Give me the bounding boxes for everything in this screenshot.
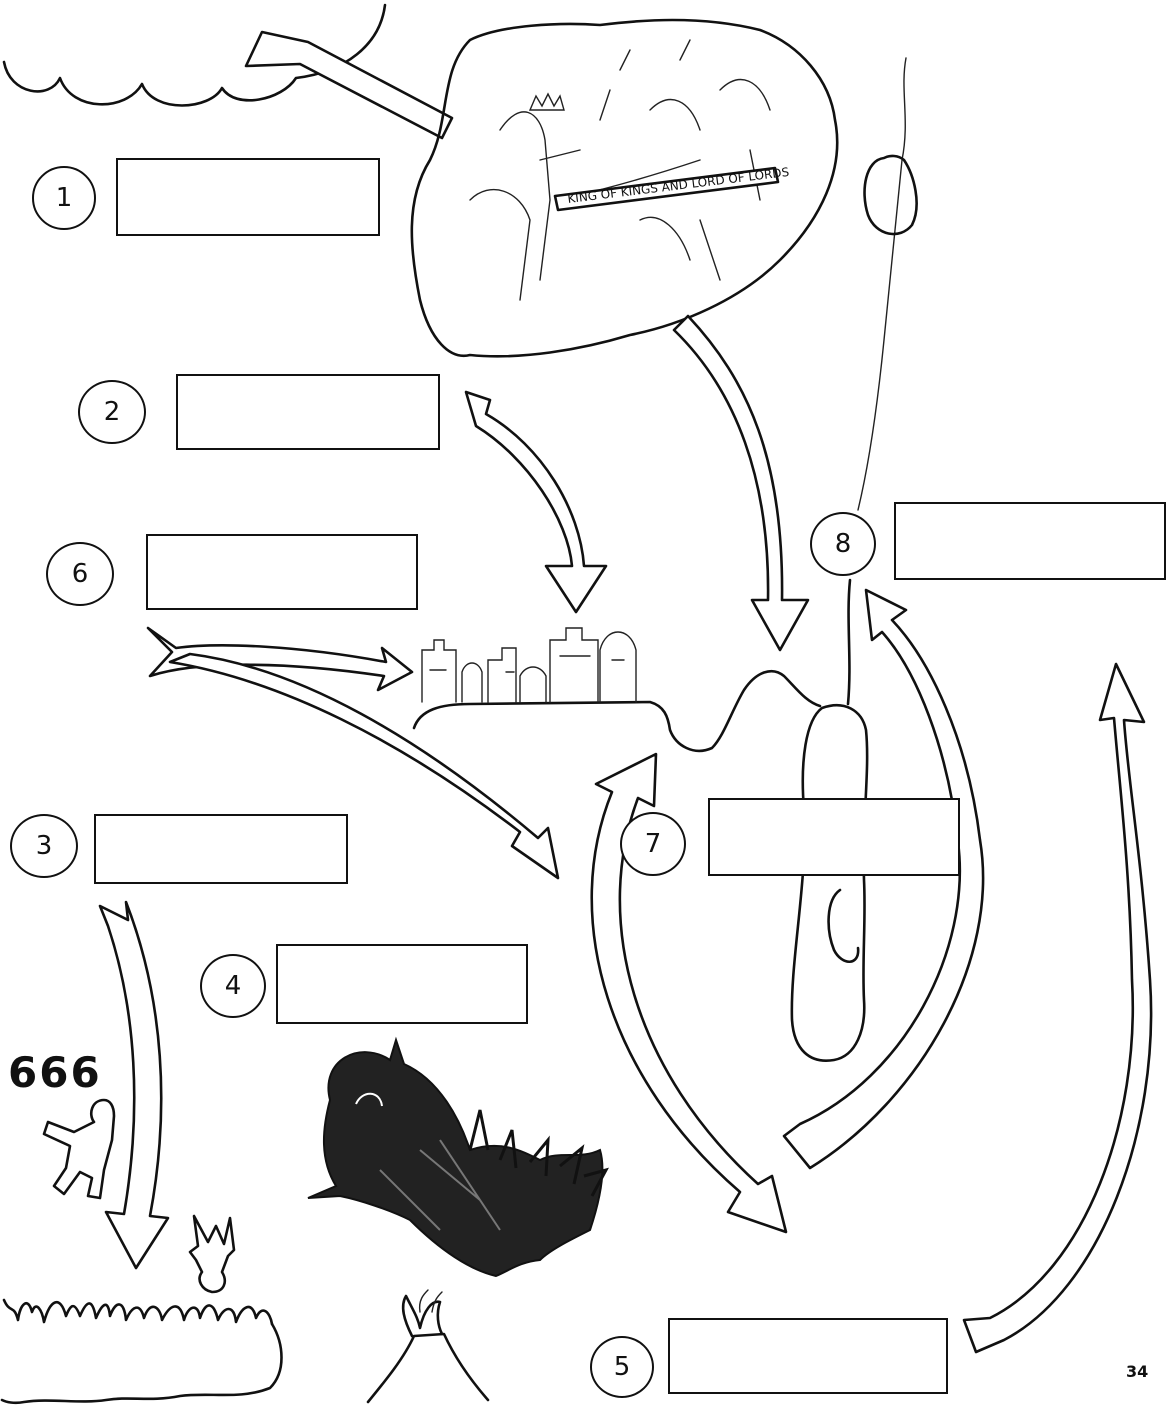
number-label-5: 5: [613, 1352, 631, 1382]
answer-box-7[interactable]: [708, 798, 960, 876]
number-label-1: 1: [55, 183, 73, 213]
number-label-4: 4: [224, 971, 242, 1001]
lower-to-box8-arrow: [782, 588, 985, 1170]
coast-line: [857, 57, 907, 511]
box6-to-valley-arrow: [168, 652, 560, 880]
box5-to-top-arrow: [962, 662, 1153, 1354]
number-label-3: 3: [35, 831, 53, 861]
number-label-7: 7: [644, 829, 662, 859]
answer-box-5[interactable]: [668, 1318, 948, 1394]
figure-icon: [42, 1098, 116, 1200]
number-circle-5: 5: [590, 1336, 654, 1398]
answer-box-1[interactable]: [116, 158, 380, 236]
answer-box-3[interactable]: [94, 814, 348, 884]
mountain-to-box5-arrow: [590, 752, 788, 1234]
frog-icon: [188, 1214, 236, 1294]
number-label-2: 2: [103, 397, 121, 427]
rider-army-icon: KING OF KINGS AND LORD OF LORDS: [410, 18, 839, 358]
answer-box-2[interactable]: [176, 374, 440, 450]
box2-to-city-arrow: [464, 390, 608, 614]
sea-of-galilee-icon: [863, 154, 918, 236]
number-circle-2: 2: [78, 380, 146, 444]
number-circle-8: 8: [810, 512, 876, 576]
number-circle-4: 4: [200, 954, 266, 1018]
army-to-mountain-arrow: [672, 314, 810, 652]
fire-icon: [0, 1298, 283, 1405]
number-circle-7: 7: [620, 812, 686, 876]
number-label-8: 8: [834, 529, 852, 559]
number-label-6: 6: [71, 559, 89, 589]
cloud-to-army-arrow: [244, 30, 454, 140]
city-icon: [412, 627, 822, 753]
beast-number-label: 666: [8, 1048, 102, 1097]
dragon-icon: [307, 1036, 609, 1278]
number-circle-1: 1: [32, 166, 96, 230]
number-circle-3: 3: [10, 814, 78, 878]
volcano-icon: [366, 1289, 490, 1404]
answer-box-4[interactable]: [276, 944, 528, 1024]
answer-box-6[interactable]: [146, 534, 418, 610]
box3-to-fire-arrow: [98, 900, 170, 1270]
page-number: 34: [1126, 1362, 1149, 1381]
answer-box-8[interactable]: [894, 502, 1166, 580]
number-circle-6: 6: [46, 542, 114, 606]
